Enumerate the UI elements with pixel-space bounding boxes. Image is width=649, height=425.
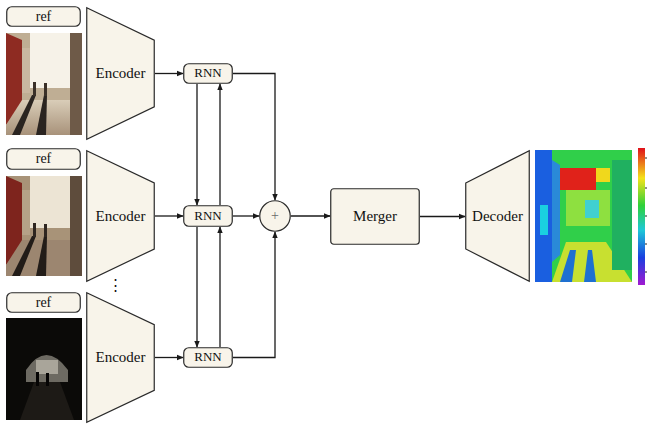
node-text: Merger [353,208,397,225]
node-text: ref [36,9,52,24]
arrow-connector [155,215,183,216]
box-outline [331,189,420,245]
input-photo [6,318,82,420]
rnn-cell: RNN [183,63,233,84]
arrow-connector [420,216,465,217]
encoder-block: Encoder [86,292,155,423]
arrow-connector [155,357,183,358]
trapezoid-outline [466,151,530,282]
merger-block: Merger [330,188,420,245]
arrow-connector [233,74,275,201]
node-text: RNN [194,350,221,364]
ellipsis-mark: ⋮ [108,276,123,294]
output-map [535,150,632,282]
box-outline [184,206,233,227]
node-text: Encoder [96,349,146,366]
decoder-block: Decoder [465,150,530,282]
circle-outline [260,201,291,232]
node-text: Decoder [472,208,523,225]
reference-tag: ref [6,292,81,313]
arrow-connector [196,84,197,205]
trapezoid-outline [87,151,155,282]
box-outline [7,7,81,27]
node-text: ref [36,295,52,310]
trapezoid-outline [87,293,155,423]
node-text: RNN [194,209,221,223]
arrow-connector [219,227,220,347]
arrow-connector [155,73,183,74]
node-text: Encoder [96,65,146,82]
node-text: RNN [194,66,221,80]
reference-tag: ref [6,6,81,27]
box-outline [7,149,81,170]
box-outline [184,64,233,84]
input-photo [6,33,82,135]
arrow-connector [233,232,275,358]
sum-node: + [259,200,291,232]
arrow-connector [291,215,330,216]
reference-tag: ref [6,148,81,170]
encoder-block: Encoder [86,7,155,140]
node-text: + [271,208,279,223]
box-outline [7,293,81,313]
input-photo [6,176,82,276]
arrow-connector [233,215,259,216]
arrow-connector [219,84,220,205]
colorbar [638,148,647,285]
rnn-cell: RNN [183,205,233,227]
node-text: ref [36,151,52,166]
box-outline [184,348,233,368]
arrow-connector [196,227,197,347]
rnn-cell: RNN [183,347,233,368]
node-text: Encoder [96,208,146,225]
trapezoid-outline [87,8,155,140]
encoder-block: Encoder [86,150,155,282]
